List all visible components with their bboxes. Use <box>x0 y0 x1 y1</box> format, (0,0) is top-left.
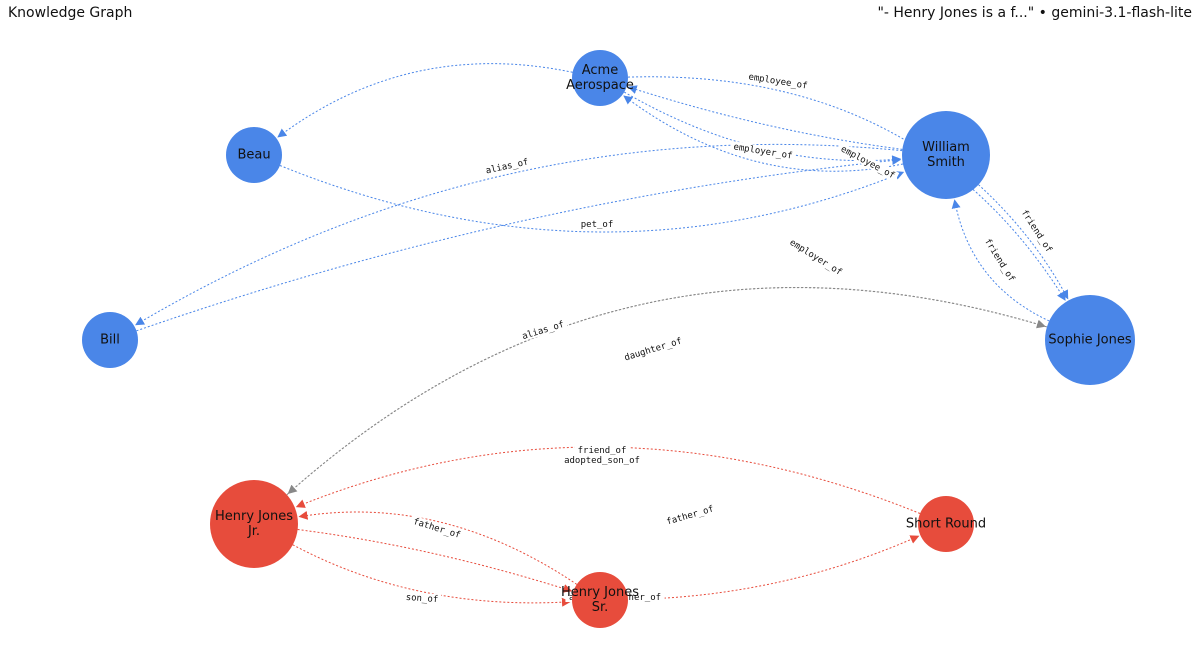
node-label: Sr. <box>592 600 609 615</box>
node-circle[interactable] <box>1045 295 1135 385</box>
node-sophie[interactable]: Sophie Jones <box>1045 295 1135 385</box>
edge-label: alias_of <box>518 318 568 342</box>
node-label: Henry Jones <box>561 585 639 600</box>
edge-label: father_of <box>662 502 718 527</box>
edge-label: employee_of <box>744 70 812 92</box>
edge-label-text: alias_of <box>485 158 529 177</box>
edge-sophie-to-william <box>951 199 1050 322</box>
node-label: Jr. <box>247 524 260 539</box>
node-circle[interactable] <box>210 480 298 568</box>
node-label: Bill <box>100 333 120 348</box>
edge-label-text: employee_of <box>839 144 896 181</box>
edge-bill-to-william <box>136 156 902 332</box>
node-label: William <box>922 140 970 155</box>
graph-subtitle: "- Henry Jones is a f..." • gemini-3.1-f… <box>877 5 1192 21</box>
edge-label-text: alias_of <box>521 320 565 342</box>
node-circle[interactable] <box>572 50 628 106</box>
node-label: Sophie Jones <box>1048 333 1131 348</box>
node-circle[interactable] <box>226 127 282 183</box>
edge-sophie-to-henryjr <box>287 287 1048 495</box>
edge-label: employee_of <box>836 142 900 182</box>
edge-henryjr-to-henrysr <box>297 529 573 593</box>
edge-henrysr-to-henryjr <box>298 510 578 585</box>
edge-label: pet_of <box>578 219 616 230</box>
edge-william-to-bill <box>135 143 903 326</box>
edge-label: father_of <box>409 515 465 541</box>
edge-labels-layer: employee_of employer_of employee_of alias_o… <box>402 70 1057 605</box>
node-label: Henry Jones <box>215 509 293 524</box>
edge-label-text: employee_of <box>748 72 808 91</box>
edge-label-text: employer_of <box>733 142 793 161</box>
edge-label-text: friend_of <box>578 446 627 456</box>
node-label: Short Round <box>906 517 986 532</box>
node-circle[interactable] <box>572 572 628 628</box>
edge-label: daughter_of <box>620 334 686 363</box>
node-bill[interactable]: Bill <box>82 312 138 368</box>
node-shortround[interactable]: Short Round <box>906 496 986 552</box>
edge-label-text: father_of <box>665 504 715 527</box>
node-label: Beau <box>237 148 270 163</box>
edge-label: alias_of <box>482 156 532 177</box>
edge-label-text: father_of <box>412 517 462 541</box>
edge-beau-to-william <box>279 165 905 233</box>
node-circle[interactable] <box>902 111 990 199</box>
node-label: Aerospace <box>566 78 634 93</box>
edge-label-text: pet_of <box>581 220 614 230</box>
edge-label-text: son_of <box>405 593 438 605</box>
edge-henryjr-to-sophie <box>286 286 1046 496</box>
edge-william-to-sophie <box>978 184 1069 300</box>
edge-label: employer_of <box>785 235 847 279</box>
edge-label: friend_of <box>981 234 1019 286</box>
graph-title: Knowledge Graph <box>8 5 133 21</box>
edge-label-text: adopted_son_of <box>564 456 640 466</box>
node-label: Smith <box>927 155 965 170</box>
edge-henryjr-to-henrysr <box>292 544 571 607</box>
node-circle[interactable] <box>82 312 138 368</box>
edge-label-text: daughter_of <box>623 336 683 363</box>
node-beau[interactable]: Beau <box>226 127 282 183</box>
edge-acme-to-beau <box>277 63 573 138</box>
edge-henrysr-to-shortround <box>627 535 920 601</box>
edge-william-to-acme <box>627 85 903 150</box>
edge-label: son_of <box>402 591 442 605</box>
node-label: Acme <box>582 63 618 78</box>
edge-label-text: friend_of <box>982 237 1016 284</box>
edge-william-to-acme <box>623 95 904 172</box>
edge-label-text: employer_of <box>788 238 844 278</box>
node-circle[interactable] <box>918 496 974 552</box>
